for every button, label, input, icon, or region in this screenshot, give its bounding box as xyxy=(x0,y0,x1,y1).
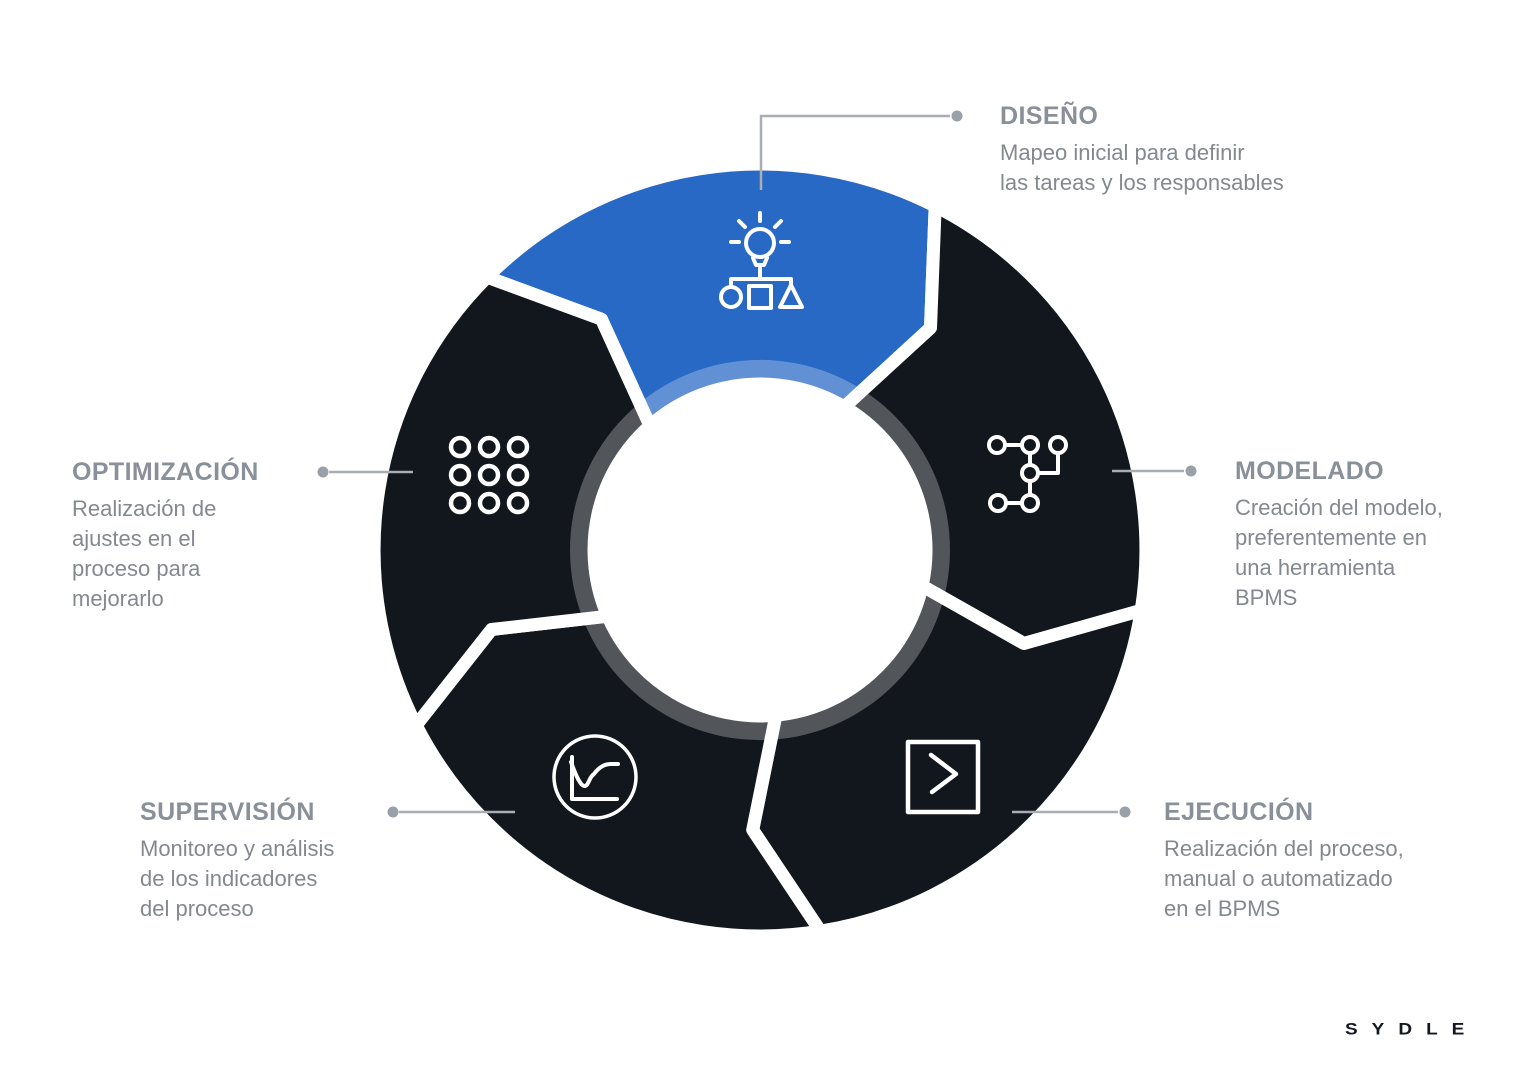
step-label-modelado: MODELADO Creación del modelo, preferente… xyxy=(1235,456,1443,613)
segment-modelado xyxy=(837,199,1153,650)
connector-dot-supervision xyxy=(387,806,399,818)
inner-ring-highlight xyxy=(569,359,950,741)
sydle-logo: SYDLE xyxy=(1345,1021,1479,1039)
step-label-diseno: DISEÑO Mapeo inicial para definir las ta… xyxy=(1000,101,1284,198)
segment-supervision xyxy=(409,609,827,943)
step-title-supervision: SUPERVISIÓN xyxy=(140,798,315,826)
step-label-optimizacion: OPTIMIZACIÓN Realización de ajustes en e… xyxy=(72,457,259,614)
step-title-modelado: MODELADO xyxy=(1235,457,1385,485)
connector-dot-ejecucion xyxy=(1119,806,1131,818)
connector-dot-diseno xyxy=(951,110,963,122)
segment-optimizacion xyxy=(367,270,657,732)
play-square-icon xyxy=(905,739,981,815)
connector-line-diseno xyxy=(759,114,950,190)
connected-nodes-icon xyxy=(987,435,1068,513)
segment-diseno xyxy=(480,157,942,433)
step-title-ejecucion: EJECUCIÓN xyxy=(1164,798,1314,826)
dots-grid-icon xyxy=(448,435,530,515)
step-description-modelado: Creación del modelo, preferentemente en … xyxy=(1235,495,1443,610)
idea-flowchart-icon xyxy=(719,211,804,310)
connector-dot-optimizacion xyxy=(317,466,329,478)
connector-dot-modelado xyxy=(1185,465,1197,477)
step-description-diseno: Mapeo inicial para definir las tareas y … xyxy=(1000,140,1284,195)
step-description-ejecucion: Realización del proceso, manual o automa… xyxy=(1164,836,1404,921)
step-title-diseno: DISEÑO xyxy=(1000,102,1099,130)
step-label-supervision: SUPERVISIÓN Monitoreo y análisis de los … xyxy=(140,797,334,924)
step-title-optimizacion: OPTIMIZACIÓN xyxy=(72,458,259,486)
step-label-ejecucion: EJECUCIÓN Realización del proceso, manua… xyxy=(1164,797,1404,924)
line-chart-icon xyxy=(552,734,638,820)
step-description-supervision: Monitoreo y análisis de los indicadores … xyxy=(140,836,335,921)
step-description-optimizacion: Realización de ajustes en el proceso par… xyxy=(72,496,217,611)
segment-ejecucion xyxy=(746,579,1148,938)
